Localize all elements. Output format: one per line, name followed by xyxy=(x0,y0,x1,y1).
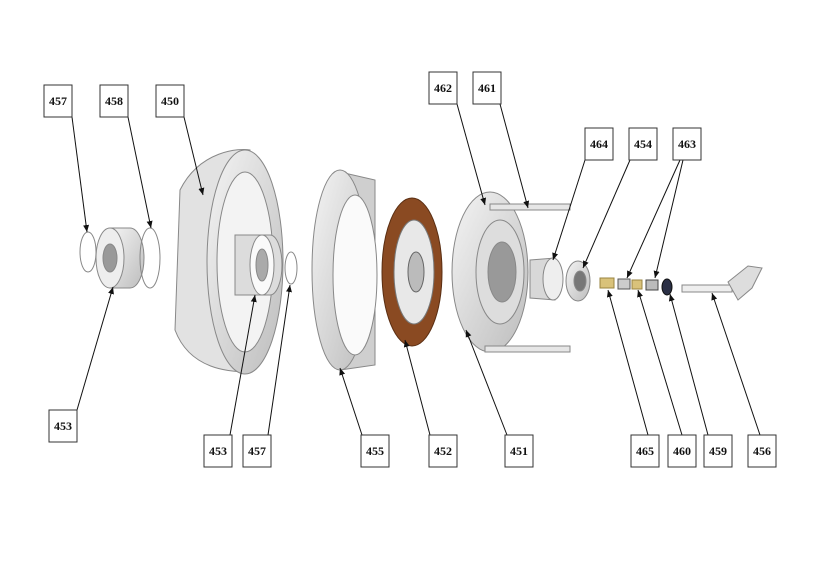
svg-text:464: 464 xyxy=(590,137,608,151)
svg-text:456: 456 xyxy=(753,444,771,458)
callout-450: 450 xyxy=(155,84,185,118)
callout-454: 454 xyxy=(628,127,658,161)
callout-452: 452 xyxy=(428,434,458,468)
svg-text:459: 459 xyxy=(709,444,727,458)
callout-461: 461 xyxy=(472,71,502,105)
svg-text:450: 450 xyxy=(161,94,179,108)
hub-464 xyxy=(529,257,564,301)
svg-text:461: 461 xyxy=(478,81,496,95)
bearing-454 xyxy=(565,260,591,302)
bearing-463 xyxy=(645,279,659,291)
svg-text:462: 462 xyxy=(434,81,452,95)
circlip-458 xyxy=(139,227,161,289)
callout-462: 462 xyxy=(428,71,458,105)
friction-disc-452 xyxy=(381,197,443,347)
svg-text:458: 458 xyxy=(105,94,123,108)
pressure-plate-451 xyxy=(451,191,529,353)
svg-text:457: 457 xyxy=(49,94,67,108)
circlip-457-right xyxy=(284,251,298,285)
callout-451: 451 xyxy=(504,434,534,468)
svg-text:455: 455 xyxy=(366,444,384,458)
callout-465: 465 xyxy=(630,434,660,468)
callout-460: 460 xyxy=(667,434,697,468)
callout-457-top: 457 xyxy=(43,84,73,118)
svg-text:460: 460 xyxy=(673,444,691,458)
svg-text:453: 453 xyxy=(209,444,227,458)
callout-457-bottom: 457 xyxy=(242,434,272,468)
callout-453-right: 453 xyxy=(203,434,233,468)
callout-455: 455 xyxy=(360,434,390,468)
leader-lines xyxy=(71,103,761,436)
callout-464: 464 xyxy=(584,127,614,161)
bearing-453-left xyxy=(95,227,145,289)
shaft-456 xyxy=(681,265,763,301)
callout-458: 458 xyxy=(99,84,129,118)
ring-459 xyxy=(661,278,673,296)
svg-text:452: 452 xyxy=(434,444,452,458)
housing-455 xyxy=(311,169,378,371)
pulley-450 xyxy=(174,149,284,375)
callout-456: 456 xyxy=(747,434,777,468)
callout-463: 463 xyxy=(672,127,702,161)
svg-text:457: 457 xyxy=(248,444,266,458)
svg-text:453: 453 xyxy=(54,419,72,433)
circlip-457-left xyxy=(79,231,97,273)
svg-text:451: 451 xyxy=(510,444,528,458)
svg-text:463: 463 xyxy=(678,137,696,151)
needle-bearing-460 xyxy=(617,278,643,290)
svg-text:465: 465 xyxy=(636,444,654,458)
svg-text:454: 454 xyxy=(634,137,652,151)
callout-459: 459 xyxy=(703,434,733,468)
callout-453-left: 453 xyxy=(48,409,78,443)
bush-465 xyxy=(599,277,615,289)
